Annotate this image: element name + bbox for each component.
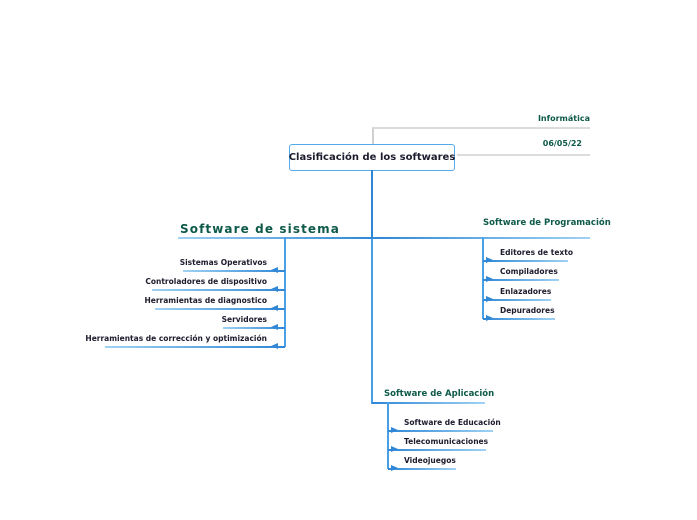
arrowhead-icon <box>486 315 493 321</box>
arrowhead-icon <box>391 465 398 471</box>
subtopic-herramientas-diagnostico[interactable]: Herramientas de diagnostico <box>144 296 267 305</box>
subtopic-software-educacion[interactable]: Software de Educación <box>404 418 501 427</box>
arrowhead-icon <box>486 257 493 263</box>
connector-sistema-trunk <box>284 237 286 347</box>
topic-informatica[interactable]: Informática <box>537 114 590 123</box>
arrowhead-icon <box>391 446 398 452</box>
arrowhead-icon <box>271 305 278 311</box>
connector-diagnostico <box>155 308 285 310</box>
connector-trunk-lower <box>371 237 373 404</box>
arrowhead-icon <box>271 267 278 273</box>
arrowhead-icon <box>271 324 278 330</box>
connector-programacion-trunk <box>482 237 484 319</box>
subtopic-compiladores[interactable]: Compiladores <box>500 267 558 276</box>
connector-software-educacion <box>388 430 493 432</box>
subtopic-depuradores[interactable]: Depuradores <box>500 306 555 315</box>
subtopic-correccion-optimizacion[interactable]: Herramientas de corrección y optimizació… <box>85 334 267 343</box>
subtopic-editores-texto[interactable]: Editores de texto <box>500 248 573 257</box>
arrowhead-icon <box>391 427 398 433</box>
root-topic-label: Clasificación de los softwares <box>288 152 456 163</box>
connector-enlazadores <box>483 299 551 301</box>
connector-controladores <box>152 289 285 291</box>
root-topic[interactable]: Clasificación de los softwares <box>289 144 455 171</box>
connector-branch-programacion <box>373 237 590 239</box>
branch-topic-aplicacion[interactable]: Software de Aplicación <box>384 389 495 399</box>
connector-branch-aplicacion <box>372 402 485 404</box>
arrowhead-icon <box>271 286 278 292</box>
subtopic-sistemas-operativos[interactable]: Sistemas Operativos <box>179 258 267 267</box>
subtopic-enlazadores[interactable]: Enlazadores <box>500 287 552 296</box>
branch-topic-programacion[interactable]: Software de Programación <box>483 218 611 228</box>
subtopic-videojuegos[interactable]: Videojuegos <box>404 456 456 465</box>
arrowhead-icon <box>486 296 493 302</box>
branch-topic-sistema[interactable]: Software de sistema <box>180 222 340 236</box>
connector-root-to-informatica <box>372 127 374 144</box>
connector-trunk-upper <box>371 170 373 238</box>
connector-sistemas-operativos <box>183 270 285 272</box>
arrowhead-icon <box>486 276 493 282</box>
connector-date-underline <box>457 154 590 156</box>
connector-servidores <box>223 327 285 329</box>
subtopic-controladores-dispositivo[interactable]: Controladores de dispositivo <box>145 277 267 286</box>
subtopic-telecomunicaciones[interactable]: Telecomunicaciones <box>404 437 489 446</box>
subtopic-servidores[interactable]: Servidores <box>221 315 267 324</box>
arrowhead-icon <box>271 343 278 349</box>
connector-aplicacion-trunk <box>387 402 389 469</box>
connector-depuradores <box>483 318 555 320</box>
topic-date[interactable]: 06/05/22 <box>542 139 582 148</box>
connector-compiladores <box>483 279 559 281</box>
connector-correccion-optimizacion <box>105 346 285 348</box>
connector-telecomunicaciones <box>388 449 486 451</box>
connector-informatica-underline <box>373 127 590 129</box>
connector-editores-texto <box>483 260 568 262</box>
connector-videojuegos <box>388 468 456 470</box>
connector-branch-sistema <box>178 237 373 239</box>
